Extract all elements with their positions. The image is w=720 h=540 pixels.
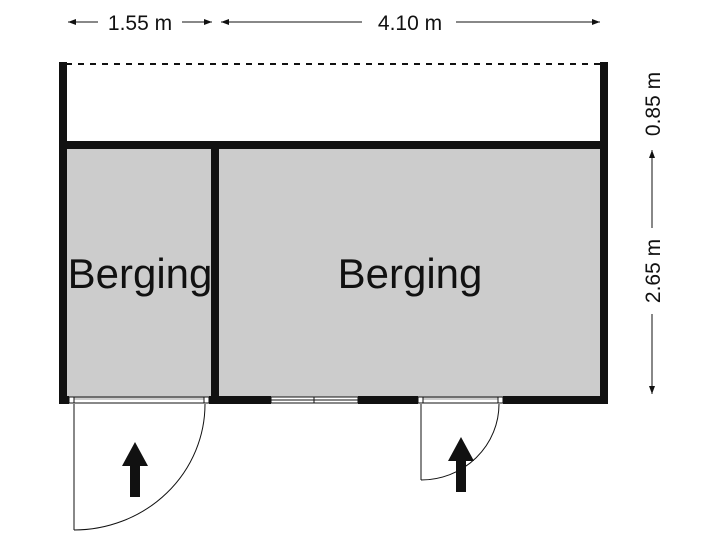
dimension-label-top-right: 4.10 m bbox=[378, 12, 442, 35]
window-bottom bbox=[270, 396, 359, 404]
dimension-label-right-top: 0.85 m bbox=[642, 72, 665, 136]
wall-bottom-mid-a bbox=[209, 396, 271, 404]
wall-partition bbox=[211, 141, 219, 404]
dimension-top-right: 4.10 m bbox=[221, 12, 600, 35]
wall-bottom-mid-b bbox=[358, 396, 418, 404]
wall-middle-horizontal bbox=[59, 141, 608, 149]
entrance-arrow-icon bbox=[448, 437, 474, 492]
dimension-label-right-bottom: 2.65 m bbox=[642, 239, 665, 303]
outdoor-strip bbox=[66, 64, 604, 144]
dimension-right-top: 0.85 m bbox=[642, 72, 665, 136]
room-label-left: Berging bbox=[68, 250, 213, 297]
entrance-arrow-icon bbox=[122, 442, 148, 497]
wall-right bbox=[600, 62, 608, 404]
door-left-swing-arc bbox=[73, 403, 206, 531]
door-right-swing-arc bbox=[420, 403, 500, 481]
room-right-fill bbox=[218, 148, 604, 400]
door-right bbox=[417, 396, 504, 481]
wall-left bbox=[59, 62, 67, 404]
wall-bottom-right bbox=[503, 396, 608, 404]
door-left bbox=[68, 396, 210, 531]
room-left-fill bbox=[66, 148, 214, 400]
dimension-right-bottom: 2.65 m bbox=[642, 150, 665, 394]
dimension-top-left: 1.55 m bbox=[68, 12, 212, 35]
dimension-label-top-left: 1.55 m bbox=[108, 12, 172, 35]
room-label-right: Berging bbox=[338, 250, 483, 297]
wall-bottom-left bbox=[59, 396, 69, 404]
